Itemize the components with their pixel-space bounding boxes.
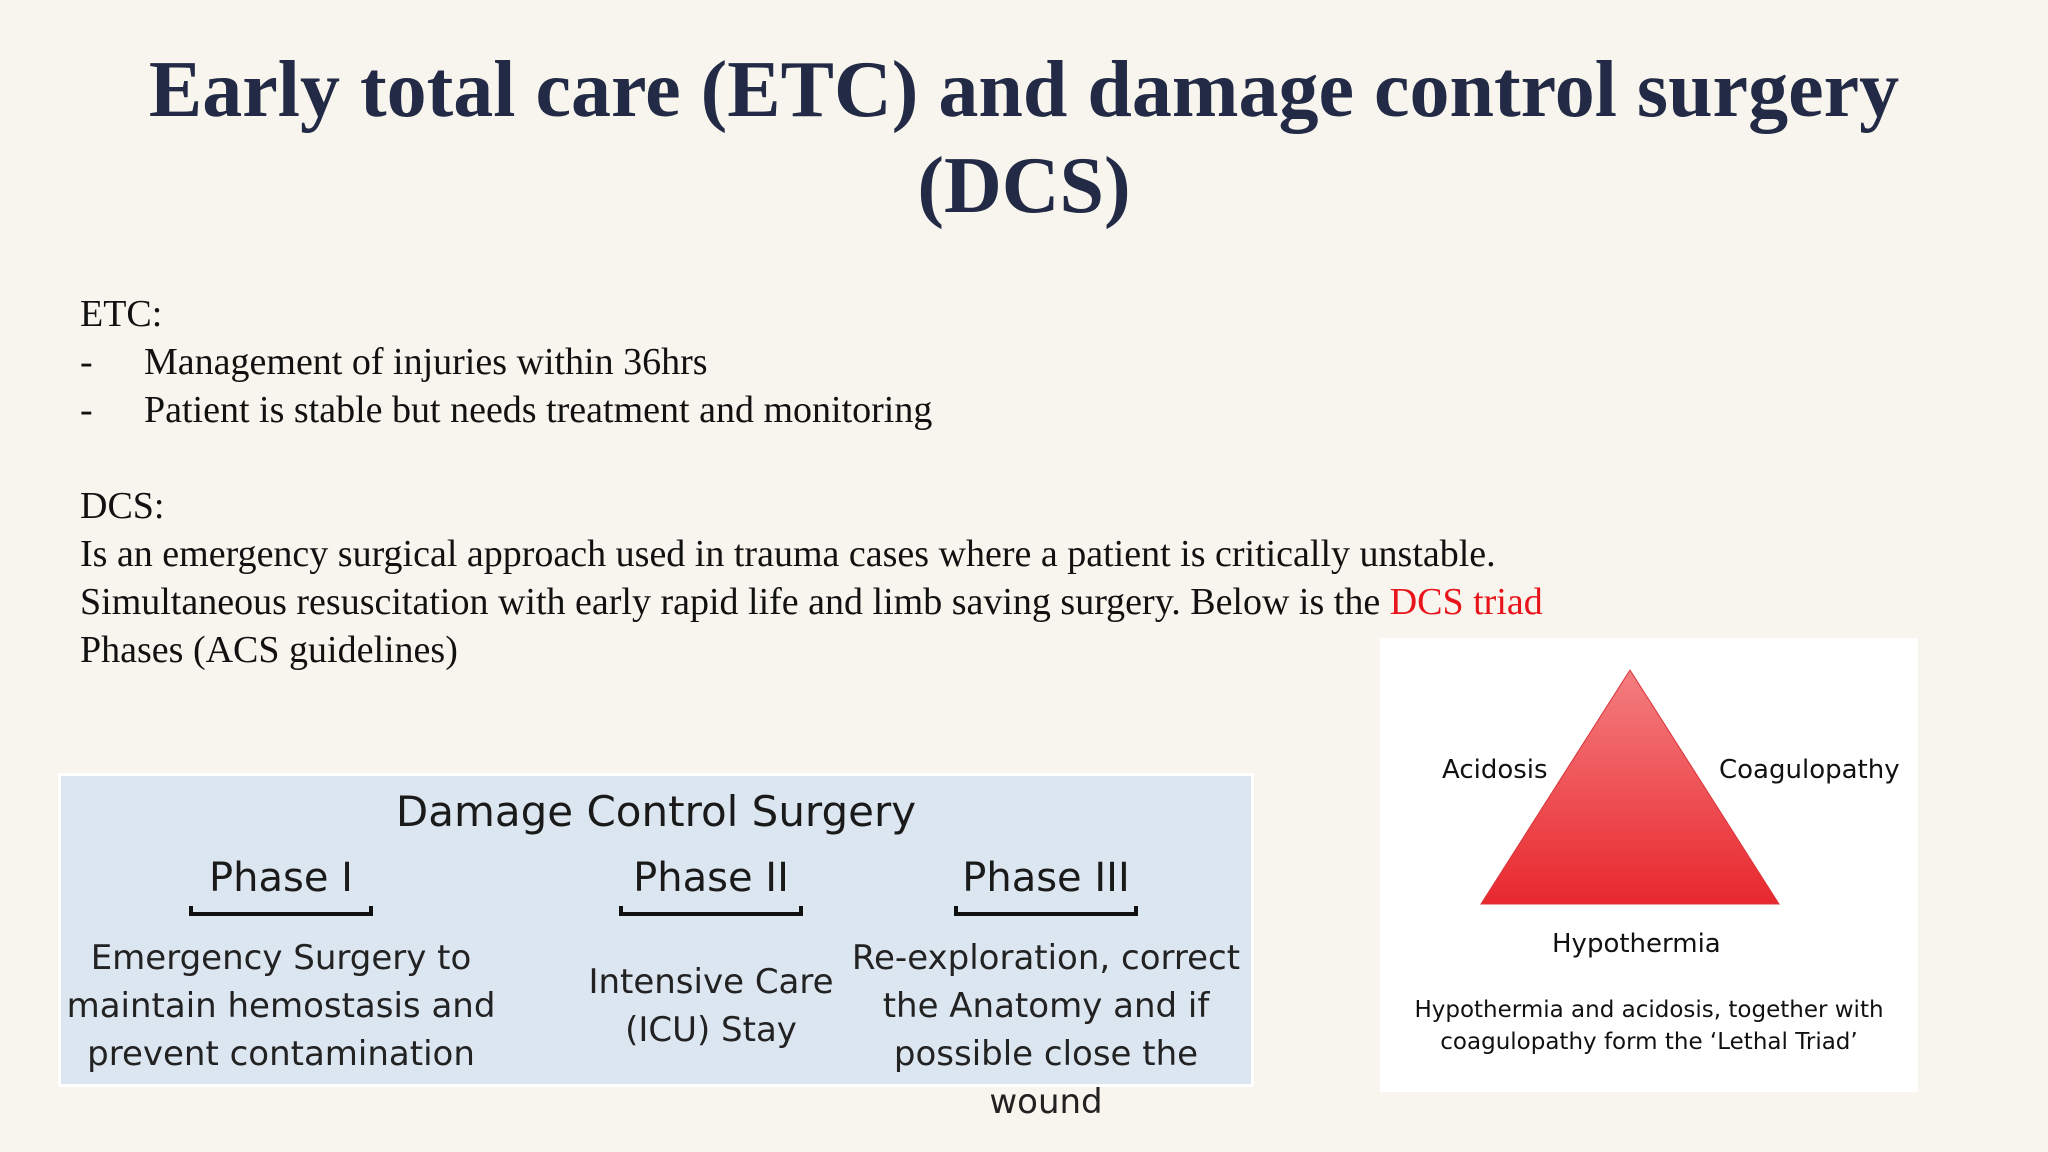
etc-bullet: - Patient is stable but needs treatment … [80,386,1780,434]
phase-title: Phase II [633,855,789,901]
lethal-triad-figure: Acidosis Coagulopathy Hypothermia Hypoth… [1380,638,1918,1092]
phase-description-line: Re-exploration, correct [851,938,1241,978]
phase-description: Emergency Surgery to maintain hemostasis… [61,934,501,1078]
triangle-shape [1480,669,1780,905]
etc-bullet-text: Patient is stable but needs treatment an… [144,389,933,431]
dcs-triad-link[interactable]: DCS triad [1389,581,1543,623]
phase-description-line: Intensive Care [588,962,834,1002]
dash-marker: - [80,341,93,383]
page-title: Early total care (ETC) and damage contro… [148,46,1900,230]
phase-1: Phase I Emergency Surgery to maintain he… [61,852,501,1078]
etc-bullet: - Management of injuries within 36hrs [80,338,1780,386]
dash-marker: - [80,389,93,431]
caption-line: coagulopathy form the ‘Lethal Triad’ [1440,1029,1858,1055]
etc-bullet-text: Management of injuries within 36hrs [144,341,708,383]
caption-line: Hypothermia and acidosis, together with [1414,997,1884,1023]
dcs-heading: DCS: [80,485,165,527]
diagram-heading: Damage Control Surgery [395,787,917,836]
phase-2: Phase II Intensive Care (ICU) Stay [501,852,921,1054]
phase-description-line: Emergency Surgery to [90,938,472,978]
phase-title: Phase I [209,855,353,901]
phases-label: Phases (ACS guidelines) [80,629,458,671]
phase-title: Phase III [962,855,1130,901]
triad-caption: Hypothermia and acidosis, together with … [1380,994,1918,1058]
dcs-description-text: Simultaneous resuscitation with early ra… [80,581,1390,623]
dcs-description: Simultaneous resuscitation with early ra… [80,578,1780,626]
triad-label-acidosis: Acidosis [1442,755,1548,785]
phase-description-line: (ICU) Stay [625,1010,797,1050]
bracket-underline [189,906,373,916]
etc-heading: ETC: [80,293,163,335]
phase-description-line: prevent contamination [87,1034,475,1074]
damage-control-surgery-diagram: Damage Control Surgery Phase I Emergency… [58,773,1254,1122]
triad-label-hypothermia: Hypothermia [1552,929,1721,959]
phase-description: Intensive Care (ICU) Stay [501,958,921,1054]
body-text: ETC: - Management of injuries within 36h… [80,290,1780,674]
phase-description-line: the Anatomy and if [882,986,1210,1026]
phase-description-line: possible close the wound [893,1034,1199,1122]
triad-svg [1480,669,1780,905]
phase-description-line: maintain hemostasis and [66,986,496,1026]
triad-label-coagulopathy: Coagulopathy [1719,755,1900,785]
dcs-definition: Is an emergency surgical approach used i… [80,533,1496,575]
phase-3: Phase III Re-exploration, correct the An… [841,852,1251,1126]
bracket-underline [954,906,1138,916]
bracket-underline [619,906,803,916]
phase-description: Re-exploration, correct the Anatomy and … [841,934,1251,1126]
